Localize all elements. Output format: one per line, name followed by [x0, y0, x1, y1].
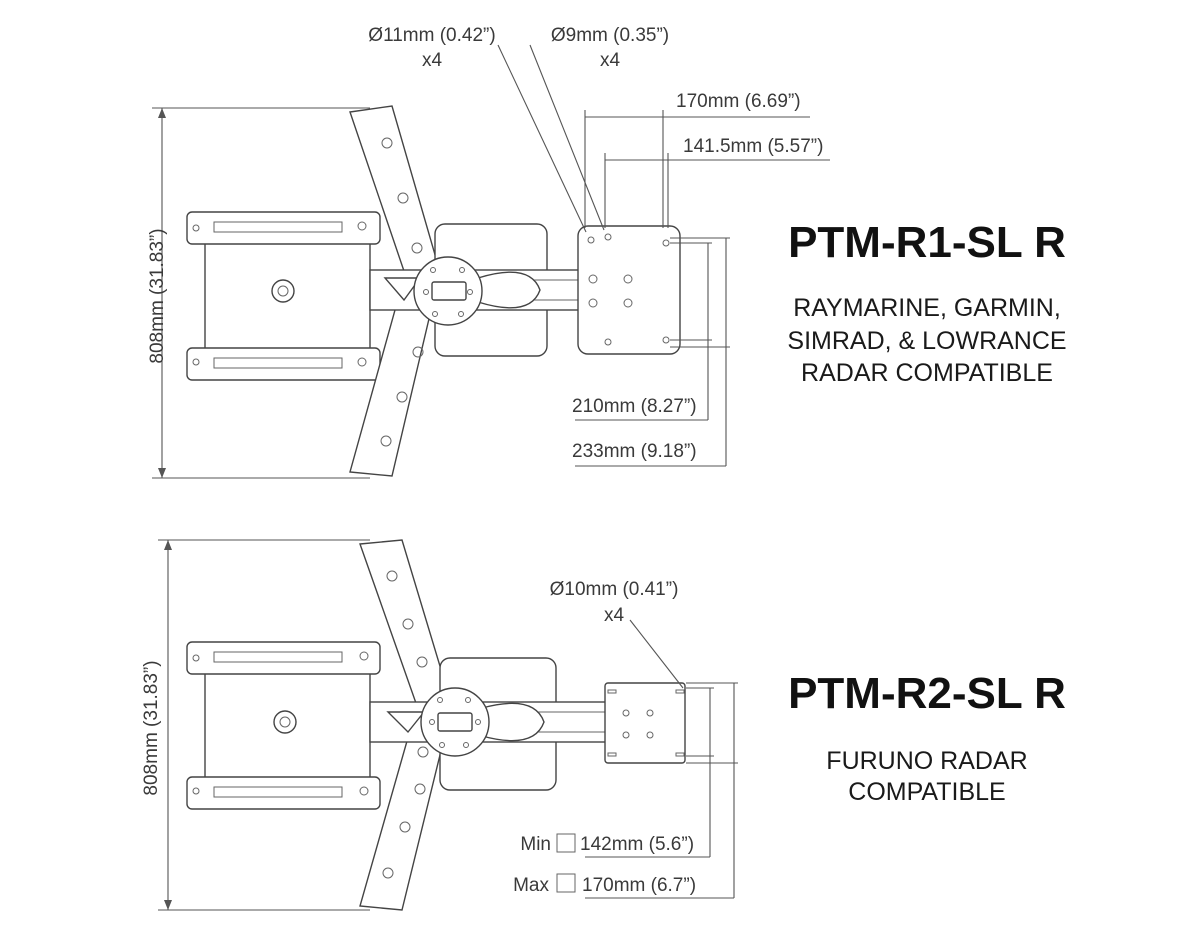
dim-210-label: 210mm (8.27”)	[572, 396, 697, 417]
top-height-label: 808mm (31.83”)	[147, 228, 168, 363]
top-compat-line-3: RADAR COMPATIBLE	[801, 359, 1053, 387]
hole-diameter-10-label: Ø10mm (0.41”)	[550, 579, 679, 600]
hole-diameter-9-label: Ø9mm (0.35”)	[551, 25, 669, 46]
dim-170-label: 170mm (6.69”)	[676, 91, 801, 112]
top-compat-line-1: RAYMARINE, GARMIN,	[793, 294, 1061, 322]
min-label: Min	[520, 834, 551, 855]
max-label: Max	[513, 875, 549, 896]
bottom-compat-line-1: FURUNO RADAR	[826, 747, 1027, 775]
radar-plate	[577, 225, 681, 355]
dim-233-label: 233mm (9.18”)	[572, 441, 697, 462]
hole-count-11-label: x4	[422, 50, 443, 71]
bottom-mount-drawing	[158, 539, 738, 911]
top-model-title: PTM-R1-SL R	[788, 218, 1066, 267]
top-mount-drawing	[152, 44, 830, 479]
bottom-height-label: 808mm (31.83”)	[141, 660, 162, 795]
hole-diameter-11-label: Ø11mm (0.42”)	[368, 25, 495, 46]
radar-plate-2	[604, 682, 686, 764]
bottom-model-title: PTM-R2-SL R	[788, 669, 1066, 718]
max-checkbox	[556, 873, 576, 893]
top-compat-line-2: SIMRAD, & LOWRANCE	[787, 327, 1066, 355]
hole-count-9-label: x4	[600, 50, 621, 71]
bottom-compat-line-2: COMPATIBLE	[848, 778, 1005, 806]
hole-count-10-label: x4	[604, 605, 625, 626]
min-checkbox	[556, 833, 576, 853]
max-value-label: 170mm (6.7”)	[582, 875, 696, 896]
dim-141-label: 141.5mm (5.57”)	[683, 136, 823, 157]
min-value-label: 142mm (5.6”)	[580, 834, 694, 855]
